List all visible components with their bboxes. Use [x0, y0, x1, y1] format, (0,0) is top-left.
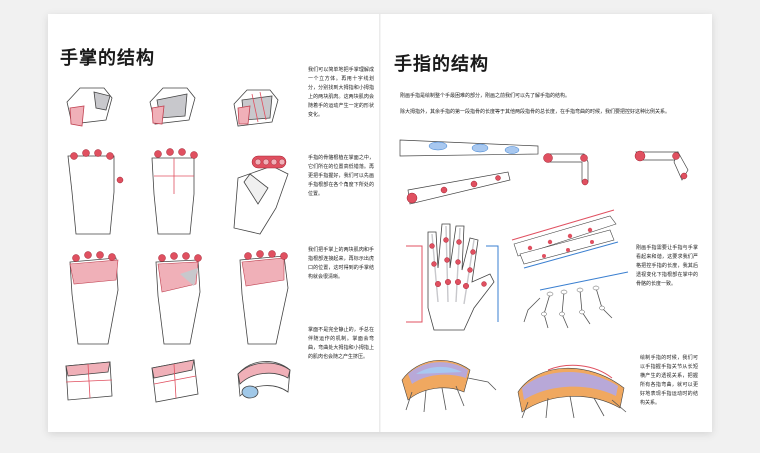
book-spread: 手掌的结构 我们可以简单地把手掌理解成一个立方体。再用十字线划分，分别找到大拇指…: [48, 14, 712, 432]
palm-text-4: 掌面不是完全静止的，手总在伴随运作的机制。掌面会弯曲，弯曲处大拇指和小拇指上的肌…: [308, 326, 374, 362]
finger-text-1: 刚画手指需要让手指与手掌看起来和谐，这要求我们严格把控手指的长度，我其后透视变化…: [636, 244, 698, 289]
finger-perspective-sketches: [510, 210, 630, 334]
palm-text-2: 手指的骨骼根植在掌面之中，它们所在的位置高低错落。再更把手指握好，我们可以先画手…: [308, 154, 374, 199]
finger-intro-2: 除大拇指外，其余手指的第一段指骨的长度等于其他两段指骨的总长度，在手指弯曲的时候…: [400, 108, 690, 117]
palm-text-1: 我们可以简单地把手掌理解成一个立方体。再用十字线划分，分别找到大拇指和小拇指上的…: [308, 66, 374, 120]
hand-skeleton-sketch: [398, 212, 508, 334]
finger-intro-1: 刚画手指是绘制整个手最困难的部分，刚画之前我们可以先了解手指的结构。: [400, 92, 690, 101]
palm-structure-sketches: [62, 240, 302, 348]
page-gutter: [379, 14, 381, 432]
palm-box-sketches: [62, 80, 302, 138]
palm-bending-sketches: [62, 352, 302, 408]
finger-segment-sketches: [398, 130, 698, 210]
finger-arc-sketches: [398, 340, 634, 420]
left-page-title: 手掌的结构: [60, 44, 155, 70]
knuckle-position-sketches: [62, 148, 302, 238]
finger-text-2: 绘制手指的时候，我们可以手指握手指关节从长短横产生的透视关系，把握所有各指弯曲，…: [640, 354, 698, 408]
palm-text-3: 我们把手掌上的两块肌肉和手指根部连接起来，再标示出虎口的位置，这时得到的手掌结构…: [308, 246, 374, 282]
right-page-title: 手指的结构: [394, 50, 489, 76]
